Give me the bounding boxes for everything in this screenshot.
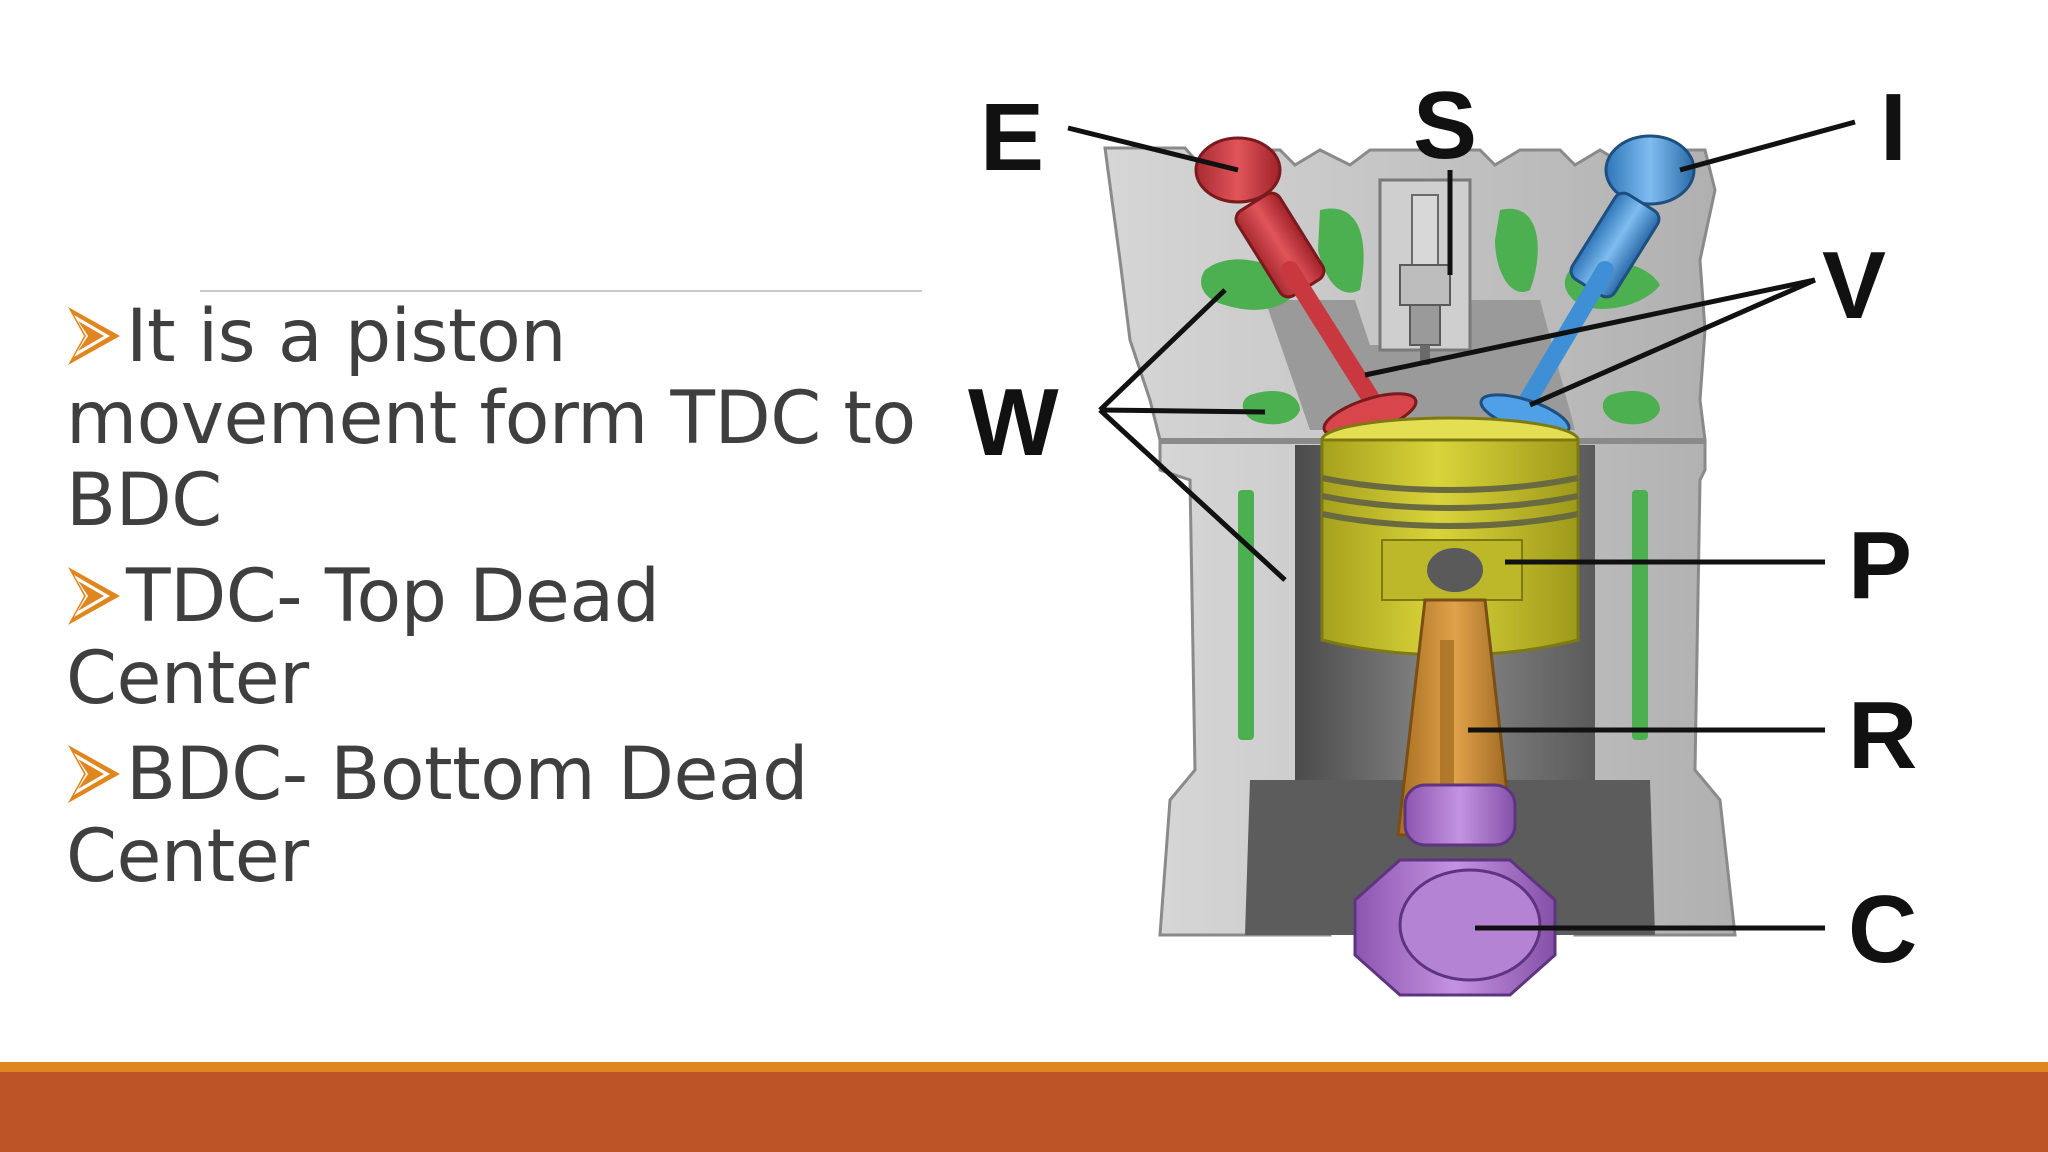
label-v: V [1822,232,1886,339]
bullet-text: It is a piston movement form TDC to BDC [66,294,916,543]
label-s: S [1413,72,1477,179]
label-e: E [980,84,1044,191]
bullet-item: TDC- Top Dead Center [58,556,918,720]
label-c: C [1848,876,1917,983]
arrow-bullet-icon [68,307,120,365]
bullet-list: It is a piston movement form TDC to BDC … [58,296,918,912]
bullet-text: BDC- Bottom Dead Center [66,732,808,899]
footer-accent-line [0,1062,2048,1072]
label-i: I [1880,74,1907,181]
bullet-text: TDC- Top Dead Center [66,554,660,721]
arrow-bullet-icon [68,745,120,803]
label-r: R [1848,682,1917,789]
leader-lines [1067,119,1856,931]
crankshaft [1353,783,1557,997]
bullet-item: It is a piston movement form TDC to BDC [58,296,918,542]
arrow-bullet-icon [68,567,120,625]
piston [1320,416,1580,657]
footer-bar [0,1072,2048,1152]
spark-plug [1399,194,1451,365]
part-labels: E S I V W P R C [968,72,1917,983]
label-p: P [1848,512,1912,619]
engine-cylinder-diagram: E S I V W P R C [968,72,1917,997]
title-divider [200,290,922,292]
bullet-item: BDC- Bottom Dead Center [58,734,918,898]
label-w: W [968,369,1059,476]
